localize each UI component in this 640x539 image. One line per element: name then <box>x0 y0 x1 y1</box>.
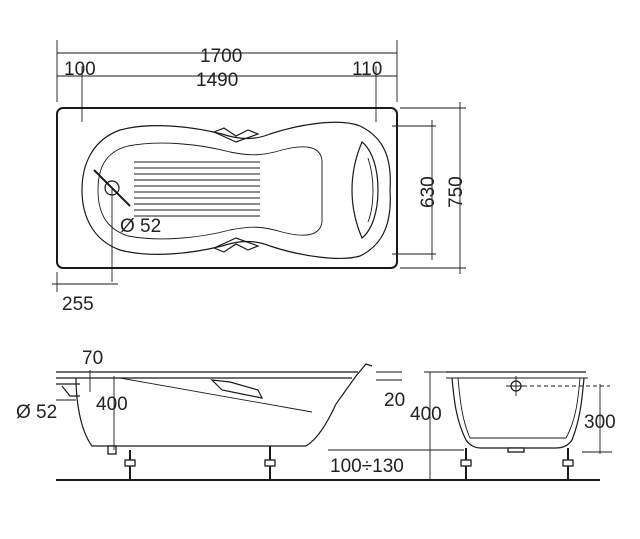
handle-bottom <box>212 237 260 253</box>
dim-rim-offset: 70 <box>82 348 103 369</box>
end-view: 300 <box>446 371 616 480</box>
tub-basin-floor <box>97 142 323 240</box>
tub-outer-rim <box>56 107 398 269</box>
handle-top <box>212 127 260 143</box>
dim-right-offset: 110 <box>352 59 382 80</box>
dim-inner-width: 630 <box>418 176 439 208</box>
end-profile <box>446 371 586 449</box>
dim-drain-height: 400 <box>96 394 128 415</box>
dim-leg-height: 100÷130 <box>330 456 404 477</box>
headrest <box>351 141 379 239</box>
anti-slip-ribs <box>134 161 260 217</box>
dim-total-height: 400 <box>410 404 442 425</box>
dim-slope-drop: 20 <box>384 390 405 411</box>
top-view: 1700 100 1490 110 630 750 Ø 52 255 <box>52 40 467 315</box>
feet <box>107 445 276 480</box>
tub-basin-outline <box>81 121 391 259</box>
dim-overall-length: 1700 <box>200 46 242 67</box>
dim-overall-width: 750 <box>446 176 467 208</box>
dim-inner-length: 1490 <box>196 70 238 91</box>
dim-inner-depth: 300 <box>584 412 616 433</box>
dim-left-offset: 100 <box>64 59 96 80</box>
dim-overflow-diameter: Ø 52 <box>16 402 57 423</box>
dim-drain-diameter: Ø 52 <box>120 216 161 237</box>
side-profile <box>75 375 357 447</box>
dim-drain-position: 255 <box>62 294 94 315</box>
side-view: 70 400 Ø 52 20 400 100÷130 <box>16 348 600 481</box>
headrest-inner <box>367 157 374 223</box>
